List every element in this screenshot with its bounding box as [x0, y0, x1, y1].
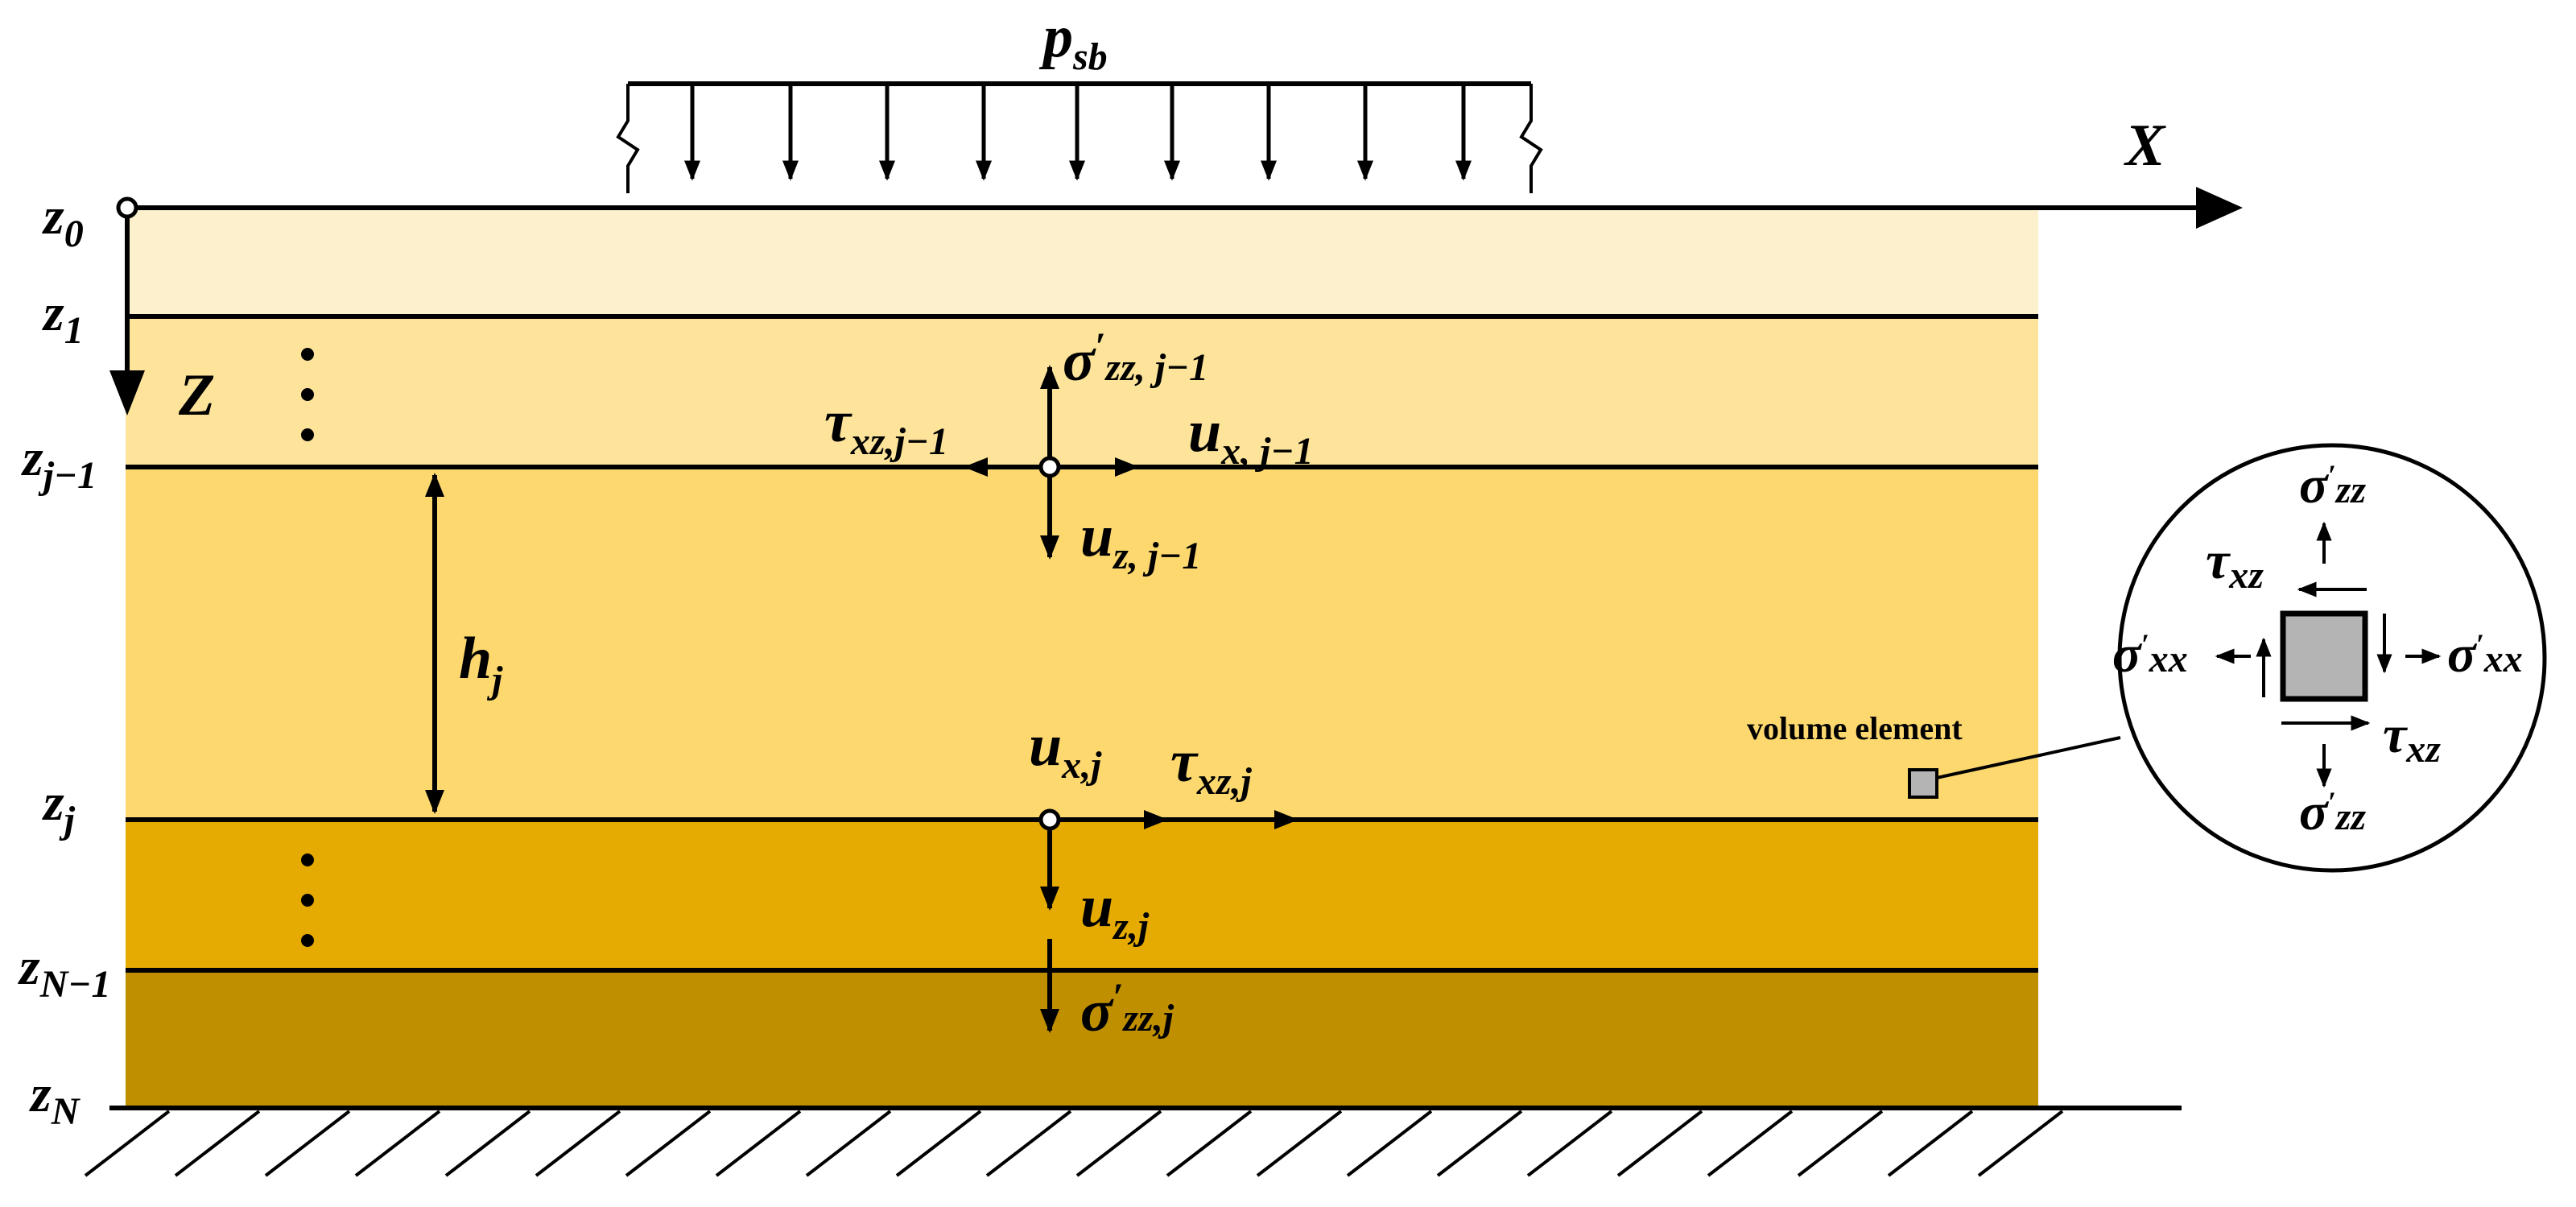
- hatch-line: [1256, 1110, 1343, 1177]
- circle-label-tau-xz-bottom: τxz: [2383, 705, 2441, 771]
- soil-layer-0: [126, 208, 2038, 316]
- label-tau-top: τxz,j−1: [824, 389, 948, 463]
- label-zj: zj: [42, 773, 76, 841]
- node-bottom: [1038, 808, 1061, 831]
- label-zN: zN: [29, 1064, 81, 1133]
- hatch-line: [1075, 1110, 1162, 1177]
- label-uz-top: uz, j−1: [1080, 503, 1201, 577]
- hatch-line: [625, 1110, 712, 1177]
- distributed-load: [616, 81, 1543, 193]
- x-axis-label: X: [2124, 113, 2166, 179]
- circle-label-sigma-zz-top: σ′zz: [2299, 456, 2366, 515]
- z-axis-label: Z: [178, 362, 215, 428]
- soil-layer-j-plus: [126, 820, 2038, 969]
- hatch-line: [805, 1110, 892, 1177]
- element-stress-arrows: [2215, 521, 2442, 788]
- volume-element-marker: [1908, 768, 1938, 799]
- soil-layer-n: [126, 969, 2038, 1106]
- x-axis: [127, 187, 2243, 229]
- hatch-line: [444, 1110, 531, 1177]
- soil-layer-1: [126, 316, 2038, 467]
- hatch-line: [985, 1110, 1072, 1177]
- hatch-line: [1436, 1110, 1523, 1177]
- origin-point: [116, 196, 138, 219]
- hatch-line: [1887, 1110, 1974, 1177]
- label-ux-top: ux, j−1: [1188, 399, 1314, 473]
- node-top: [1038, 456, 1061, 478]
- label-uz-bottom: uz,j: [1080, 874, 1150, 948]
- label-hj: hj: [459, 626, 503, 701]
- hatch-line: [715, 1110, 802, 1177]
- hatch-line: [535, 1110, 621, 1177]
- volume-element-leader: [1936, 736, 2121, 779]
- label-z1: z1: [42, 283, 84, 352]
- hatch-line: [1797, 1110, 1884, 1177]
- hatch-line: [1707, 1110, 1794, 1177]
- hatch-line: [1977, 1110, 2064, 1177]
- load-label: psb: [1038, 4, 1108, 78]
- label-z0: z0: [42, 187, 84, 255]
- circle-label-tau-xz-top: τxz: [2206, 531, 2264, 597]
- hatch-line: [84, 1110, 171, 1177]
- node-top-forces: [964, 365, 1139, 560]
- label-sigma-top: σ′zz, j−1: [1063, 325, 1208, 394]
- hatch-line: [174, 1110, 261, 1177]
- soil-layer-j: [126, 467, 2038, 820]
- label-sigma-bottom: σ′zz,j: [1080, 976, 1174, 1044]
- node-bottom-forces: [1040, 810, 1298, 1033]
- circle-label-sigma-zz-bottom: σ′zz: [2299, 783, 2366, 841]
- label-ux-bottom: ux,j: [1029, 713, 1102, 787]
- label-zj-minus-1: zj−1: [21, 428, 97, 497]
- hatch-line: [264, 1110, 351, 1177]
- element-square: [2280, 610, 2368, 702]
- label-zN-minus-1: zN−1: [18, 937, 110, 1006]
- ellipsis-upper: [301, 348, 314, 441]
- circle-label-sigma-xx-right: σ′xx: [2447, 625, 2523, 684]
- volume-element-label: volume element: [1747, 710, 1963, 746]
- hatch-line: [895, 1110, 982, 1177]
- hatch-line: [1166, 1110, 1253, 1177]
- hatch-line: [1616, 1110, 1703, 1177]
- circle-label-sigma-xx-left: σ′xx: [2112, 625, 2188, 684]
- rigid-base: [84, 1106, 2182, 1177]
- hatch-line: [354, 1110, 441, 1177]
- z-axis: [109, 211, 145, 415]
- hatch-line: [1346, 1110, 1433, 1177]
- label-tau-bottom: τxz,j: [1170, 729, 1253, 803]
- hatch-line: [1526, 1110, 1613, 1177]
- ellipsis-lower: [301, 854, 314, 947]
